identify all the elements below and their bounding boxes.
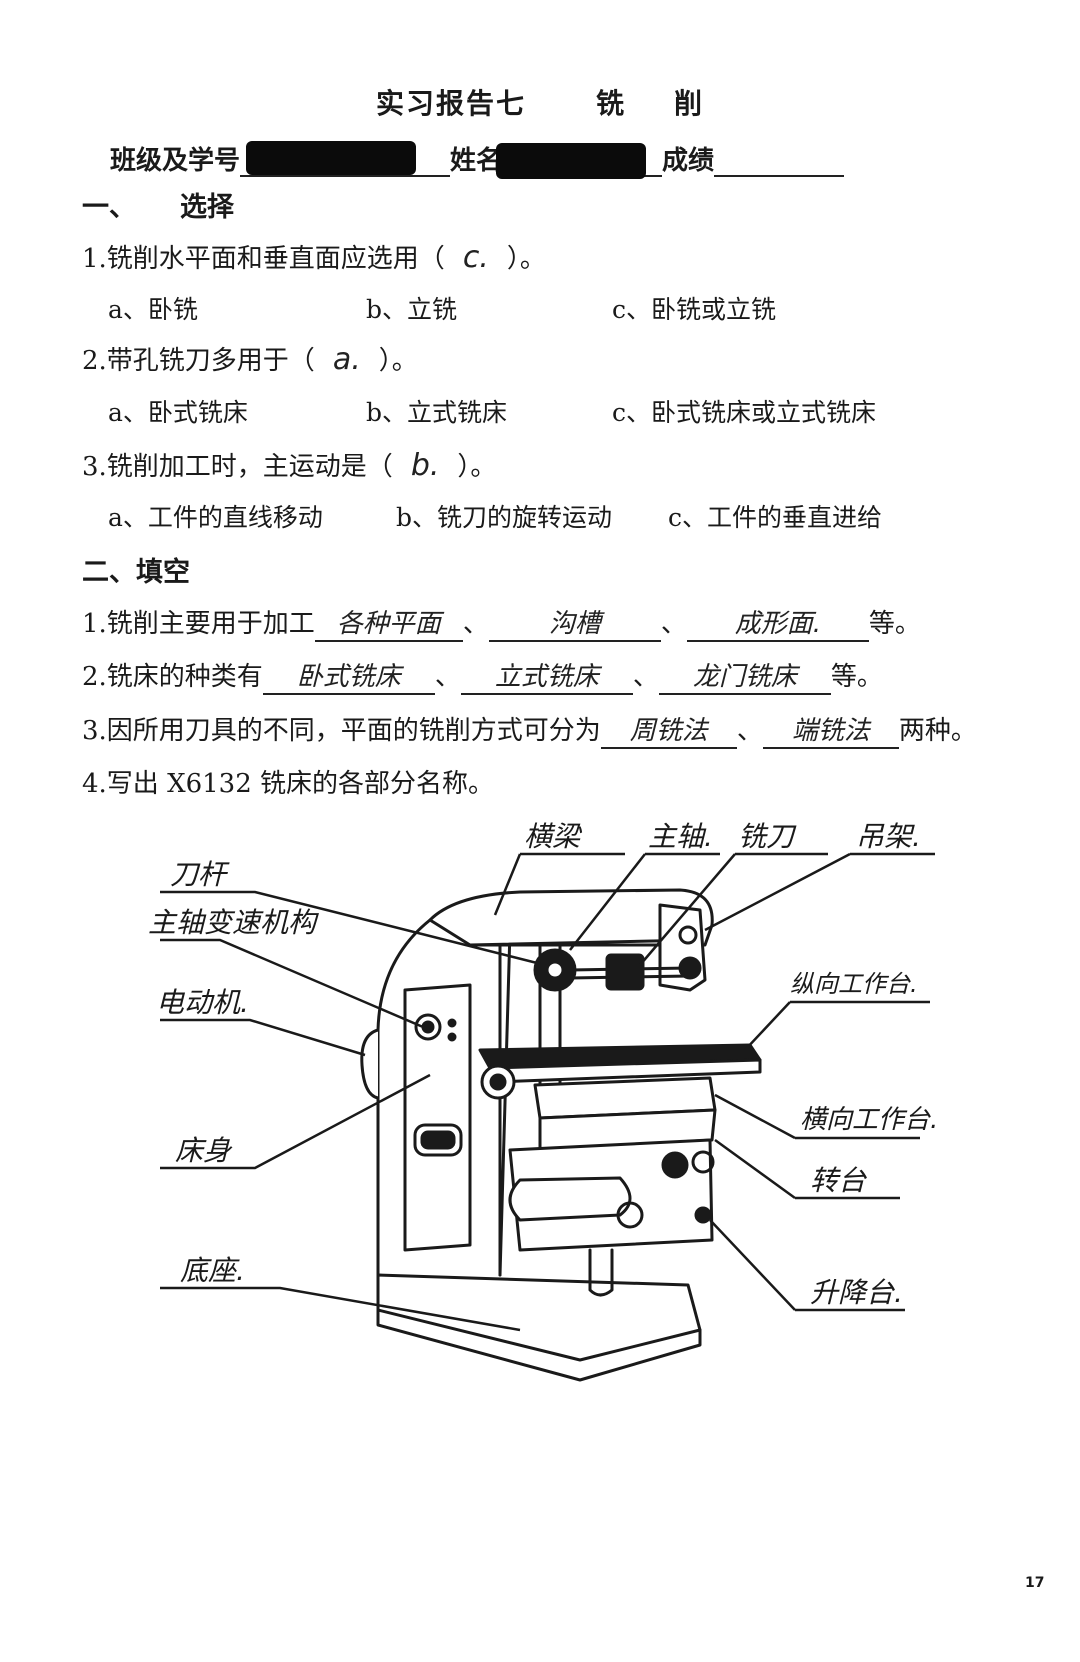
leader-hengxiang <box>714 1093 920 1140</box>
leader-bianshu <box>160 938 431 1032</box>
knee-outline <box>508 1076 717 1297</box>
label-diaojia: 吊架. <box>856 820 921 853</box>
question-1: 1.铣削水平面和垂直面应选用（ c. ）。 <box>82 238 546 275</box>
leader-xiedao <box>639 852 828 966</box>
base-outline <box>376 1273 702 1382</box>
leader-lines <box>160 852 935 1332</box>
fill-answer[interactable]: 周铣法 <box>600 710 737 749</box>
fill-answer[interactable]: 卧式铣床 <box>262 656 435 695</box>
option-a: a、工件的直线移动 <box>108 503 323 532</box>
question-close: ）。 <box>506 244 546 274</box>
separator: 、 <box>462 609 489 639</box>
label-bianshu: 主轴变速机构 <box>148 906 319 939</box>
label-dizuo: 底座. <box>180 1254 245 1287</box>
label-zhuzhou: 主轴. <box>648 820 713 853</box>
fill-prefix: 3.因所用刀具的不同，平面的铣削方式可分为 <box>82 716 601 746</box>
fill-question-4: 4.写出 X6132 铣床的各部分名称。 <box>82 769 495 799</box>
page-number: 17 <box>1025 1575 1045 1591</box>
question-close: ）。 <box>378 346 418 376</box>
page-title: 实习报告七 铣 削 <box>0 82 1080 122</box>
label-daogan: 刀杆 <box>170 858 230 891</box>
option-c: c、卧铣或立铣 <box>612 295 777 324</box>
handwritten-answer: c. <box>462 240 489 275</box>
question-stem: 1.铣削水平面和垂直面应选用（ <box>82 244 445 274</box>
label-hengliang: 横梁 <box>524 820 583 853</box>
label-shengjiangtai: 升降台. <box>810 1276 903 1309</box>
fill-answer[interactable]: 成形面. <box>686 603 869 642</box>
fill-question-2: 2.铣床的种类有卧式铣床、立式铣床、龙门铣床等。 <box>82 656 883 695</box>
leader-zongxiang <box>744 1000 930 1051</box>
option-b: b、铣刀的旋转运动 <box>396 503 613 532</box>
label-zhuantai: 转台 <box>810 1164 867 1197</box>
leader-dizuo <box>160 1286 521 1332</box>
fill-question-3: 3.因所用刀具的不同，平面的铣削方式可分为周铣法、端铣法两种。 <box>82 710 977 749</box>
question-stem: 2.带孔铣刀多用于（ <box>82 346 315 376</box>
leader-zhuantai <box>714 1138 900 1200</box>
score-field[interactable] <box>714 149 845 177</box>
fill-answer[interactable]: 沟槽 <box>488 603 661 642</box>
redaction <box>496 143 647 179</box>
question-3: 3.铣削加工时，主运动是（ b. ）。 <box>82 446 496 483</box>
leader-shengjiangtai <box>709 1219 905 1312</box>
class-label: 班级及学号 <box>110 146 241 176</box>
label-diandongji: 电动机. <box>156 986 249 1019</box>
title-mid: 铣 <box>595 87 626 120</box>
option-c: c、卧式铣床或立式铣床 <box>612 398 877 427</box>
handwritten-answer: b. <box>410 448 440 483</box>
label-hengxiang: 横向工作台. <box>800 1105 938 1135</box>
fill-suffix: 两种。 <box>898 716 977 746</box>
fill-suffix: 等。 <box>868 609 921 639</box>
section1-num: 一、 <box>82 192 136 223</box>
milling-machine-diagram: 横梁 主轴. 铣刀 吊架. 刀杆 主轴变速机构 电动机. 纵向工作台. 床身 横… <box>148 820 938 1382</box>
spindle-arbor <box>533 948 692 992</box>
handwritten-answer: a. <box>332 342 361 377</box>
question-2: 2.带孔铣刀多用于（ a. ）。 <box>82 340 418 377</box>
leader-hengliang <box>493 852 625 916</box>
section1-title: 选择 <box>180 192 234 223</box>
question-close: ）。 <box>457 452 497 482</box>
class-field[interactable] <box>240 141 451 177</box>
separator: 、 <box>632 662 659 692</box>
fill-answer[interactable]: 各种平面 <box>314 603 463 642</box>
fill-answer[interactable]: 龙门铣床 <box>658 656 831 695</box>
leader-zhuzhou <box>569 852 720 951</box>
label-zongxiang: 纵向工作台. <box>790 970 918 998</box>
fill-answer[interactable]: 立式铣床 <box>460 656 633 695</box>
option-c: c、工件的垂直进给 <box>668 503 883 532</box>
separator: 、 <box>660 609 687 639</box>
student-info-row: 班级及学号 姓名 成绩 <box>110 140 845 179</box>
leader-chuangshen <box>160 1073 431 1170</box>
option-b: b、立式铣床 <box>366 398 508 427</box>
fill-prefix: 2.铣床的种类有 <box>82 662 263 692</box>
title-text: 实习报告七 <box>375 87 526 120</box>
leader-diaojia <box>704 852 935 932</box>
option-a: a、卧式铣床 <box>108 398 248 427</box>
section2-heading: 二、填空 <box>82 557 190 588</box>
name-field[interactable] <box>496 143 663 179</box>
leader-daogan <box>160 890 546 967</box>
name-label: 姓名 <box>450 146 503 176</box>
separator: 、 <box>736 716 763 746</box>
title-right: 削 <box>674 87 705 120</box>
label-xiedao: 铣刀 <box>738 820 797 853</box>
option-a: a、卧铣 <box>108 295 198 324</box>
label-chuangshen: 床身 <box>175 1134 233 1167</box>
section1-heading: 一、 选择 <box>82 185 234 224</box>
fill-question-1: 1.铣削主要用于加工各种平面、沟槽、成形面.等。 <box>82 603 921 642</box>
redaction <box>246 141 417 175</box>
question-stem: 3.铣削加工时，主运动是（ <box>82 452 393 482</box>
separator: 、 <box>434 662 461 692</box>
score-label: 成绩 <box>662 146 715 176</box>
fill-suffix: 等。 <box>830 662 883 692</box>
table-outline <box>478 1043 762 1100</box>
motor-outline <box>360 1028 380 1100</box>
fill-answer[interactable]: 端铣法 <box>762 710 899 749</box>
option-b: b、立铣 <box>366 295 458 324</box>
leader-diandongji <box>160 1018 366 1057</box>
fill-prefix: 1.铣削主要用于加工 <box>82 609 315 639</box>
